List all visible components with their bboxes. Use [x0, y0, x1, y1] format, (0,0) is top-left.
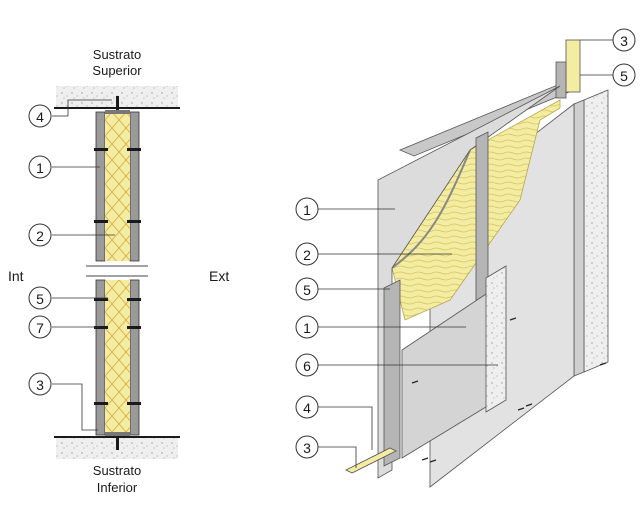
- exposed-sheathing: [485, 265, 507, 413]
- iso-callout-2: 2: [295, 242, 452, 266]
- section-callout-5: 5: [28, 286, 108, 310]
- iso-callout-2-text: 2: [303, 247, 311, 263]
- iso-callout-5-text: 5: [303, 282, 311, 298]
- top-substrate-label-2: Superior: [92, 63, 142, 78]
- section-callout-7-text: 7: [36, 320, 44, 336]
- iso-callout-1-top-text: 1: [303, 202, 311, 218]
- iso-callout-6: 6: [295, 353, 498, 377]
- section-view: Sustrato Superior Sustrato Inferior: [8, 47, 229, 495]
- iso-callout-3-bottom-text: 3: [303, 440, 311, 456]
- iso-callout-3-top-text: 3: [620, 33, 628, 49]
- bottom-substrate-label-1: Sustrato: [93, 463, 141, 478]
- bottom-track: [345, 447, 397, 474]
- iso-callout-1-bottom: 1: [295, 315, 466, 339]
- iso-callout-6-text: 6: [303, 358, 311, 374]
- iso-callout-5-top: 5: [580, 63, 636, 87]
- exterior-cladding-side: [583, 89, 609, 373]
- section-callout-4-text: 4: [36, 109, 44, 125]
- isometric-screws: [411, 317, 607, 463]
- iso-callout-5-top-text: 5: [620, 68, 628, 84]
- iso-callout-1-top: 1: [295, 197, 395, 221]
- front-stud: [383, 279, 401, 467]
- exterior-label: Ext: [209, 268, 229, 284]
- section-callout-7: 7: [28, 315, 100, 339]
- front-gypsum-board: [377, 85, 561, 479]
- section-callout-2: 2: [28, 223, 115, 247]
- front-board-cut-edge: [391, 149, 471, 269]
- exterior-cladding-face: [573, 99, 585, 377]
- iso-callout-4-text: 4: [303, 400, 311, 416]
- section-callout-3-text: 3: [36, 377, 44, 393]
- section-callout-2-text: 2: [36, 228, 44, 244]
- bottom-substrate-label-2: Inferior: [97, 480, 138, 495]
- top-stud-edge: [555, 61, 567, 99]
- section-callout-1: 1: [28, 155, 100, 179]
- section-wall-upper: [95, 110, 140, 262]
- iso-callout-3-bottom: 3: [295, 435, 357, 468]
- section-callout-4: 4: [28, 99, 112, 128]
- section-wall-lower: [95, 279, 140, 436]
- section-callout-3: 3: [28, 372, 98, 431]
- section-screws: [94, 96, 141, 450]
- iso-callout-5: 5: [295, 277, 390, 301]
- section-callout-1-text: 1: [36, 160, 44, 176]
- isometric-view: 1 2 5 1 6 4 3: [295, 28, 636, 488]
- top-substrate-label-1: Sustrato: [93, 47, 141, 62]
- interior-label: Int: [8, 268, 24, 284]
- iso-callout-3-top: 3: [580, 28, 636, 52]
- section-callout-5-text: 5: [36, 291, 44, 307]
- iso-callout-1-bottom-text: 1: [303, 320, 311, 336]
- top-track-anchor: [565, 39, 581, 93]
- iso-callout-4: 4: [295, 395, 373, 450]
